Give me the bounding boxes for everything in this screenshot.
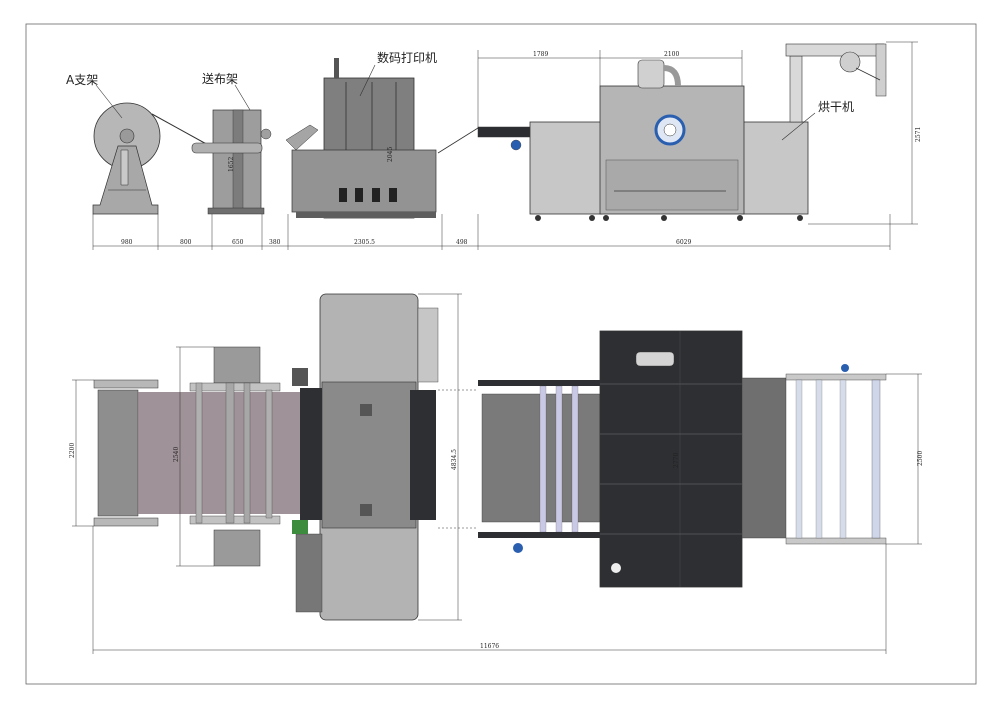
- dim-980: 980: [121, 239, 133, 246]
- dim-2571: 2571: [915, 127, 922, 142]
- feeder-side: [191, 109, 272, 215]
- dim-800: 800: [180, 239, 192, 246]
- dim-498: 498: [456, 239, 468, 246]
- a-frame-side: [92, 102, 161, 215]
- fabric-sheet: [138, 392, 308, 514]
- a-frame-label: A支架: [66, 73, 98, 87]
- dim-6029: 6029: [676, 239, 691, 246]
- a-frame-top: [93, 379, 159, 527]
- dryer-label: 烘干机: [818, 100, 854, 114]
- dim-1789: 1789: [533, 51, 548, 58]
- top-dimensions: [72, 293, 922, 654]
- printer-height-dim: 2045: [387, 147, 394, 162]
- dim-11676: 11676: [480, 643, 499, 650]
- dim-650: 650: [232, 239, 244, 246]
- feeder-label: 送布架: [202, 71, 238, 86]
- printer-side: [285, 58, 437, 219]
- side-dimensions: [92, 41, 918, 250]
- side-view: A支架 送布架 1652 数码打: [66, 41, 922, 250]
- printer-label: 数码打印机: [377, 50, 437, 65]
- dim-2200: 2200: [69, 443, 76, 458]
- dim-2305: 2305.5: [354, 239, 375, 246]
- dim-2100: 2100: [664, 51, 679, 58]
- top-view: 2200 2540 4834.5 2770 2500 11676: [69, 293, 924, 654]
- dryer-side: [529, 43, 887, 221]
- feeder-top: [189, 346, 281, 567]
- dim-380: 380: [269, 239, 281, 246]
- printer-top: [292, 293, 439, 621]
- dim-4834: 4834.5: [451, 449, 458, 470]
- dryer-top: [478, 330, 887, 588]
- dim-2540: 2540: [173, 447, 180, 462]
- dim-2500: 2500: [917, 451, 924, 466]
- feeder-height-dim: 1652: [228, 157, 235, 172]
- dim-2770: 2770: [673, 453, 680, 468]
